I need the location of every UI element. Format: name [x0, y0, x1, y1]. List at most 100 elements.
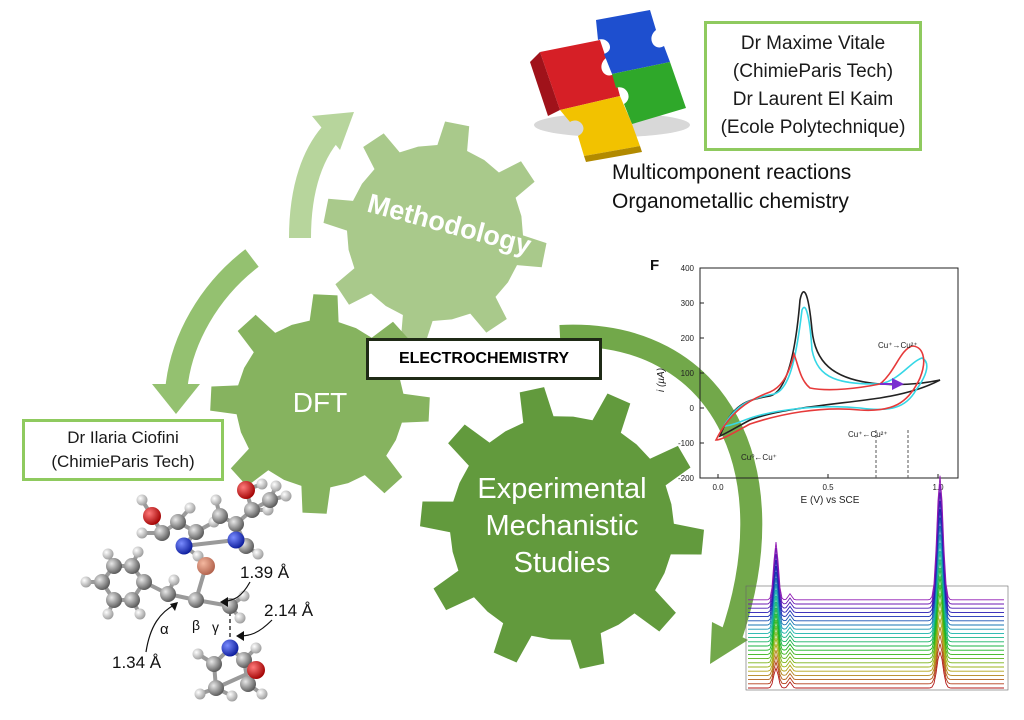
experimental-gear: [420, 387, 704, 669]
spectrum-trace: [748, 525, 1004, 626]
topic-item: Organometallic chemistry: [612, 190, 849, 213]
atom-c: [106, 558, 122, 574]
topic-item: Multicomponent reactions: [612, 161, 852, 184]
atom-c: [94, 574, 110, 590]
atom-h: [132, 546, 144, 558]
collaborator-line: Dr Laurent El Kaim: [732, 89, 894, 110]
atom-h: [256, 688, 268, 700]
cv-y-tick-label: -200: [678, 474, 695, 483]
bond-label-3: 1.34 Å: [112, 653, 162, 672]
atom-h: [184, 502, 196, 514]
atom-c: [136, 574, 152, 590]
atom-c: [206, 656, 222, 672]
methodology-gear: [323, 121, 547, 345]
cv-y-tick-label: 100: [681, 369, 695, 378]
collaborator-box-vitale: Dr Maxime Vitale (ChimieParis Tech) Dr L…: [704, 21, 922, 151]
atom-h: [192, 648, 204, 660]
atom-c: [124, 558, 140, 574]
atom-c: [160, 586, 176, 602]
cv-x-tick-label: 1.0: [932, 483, 944, 492]
atom-n: [175, 537, 193, 555]
atom-c: [170, 514, 186, 530]
bond-label-1: 1.39 Å: [240, 563, 290, 582]
atom-h: [250, 642, 262, 654]
dft-label: DFT: [293, 387, 347, 418]
atom-o: [247, 661, 265, 679]
research-topics: Multicomponent reactions Organometallic …: [612, 158, 851, 216]
molecule-structure: [80, 478, 292, 702]
atom-c: [228, 516, 244, 532]
cv-curve-black: [718, 291, 941, 438]
atom-c: [212, 508, 228, 524]
atom-c: [188, 592, 204, 608]
cv-annotation-ox: Cu⁺→Cu²⁺: [878, 341, 918, 350]
atom-o: [237, 481, 255, 499]
spectrum-trace: [748, 542, 1004, 634]
spectrum-trace: [748, 584, 1004, 655]
spectra-waterfall: [745, 475, 1009, 691]
spectrum-trace: [748, 517, 1004, 622]
collaborator-box-ciofini: Dr Ilaria Ciofini (ChimieParis Tech): [22, 419, 224, 481]
atom-c: [188, 524, 204, 540]
atom-h: [134, 608, 146, 620]
spectra-frame: [745, 585, 1009, 691]
spectrum-trace: [748, 492, 1004, 609]
atom-h: [210, 494, 222, 506]
atom-h: [280, 490, 292, 502]
atom-h: [234, 612, 246, 624]
cv-x-tick-label: 0.0: [712, 483, 724, 492]
atom-c: [244, 502, 260, 518]
atom-h: [226, 690, 238, 702]
spectrum-trace: [748, 534, 1004, 630]
spectrum-trace: [748, 500, 1004, 613]
spectrum-trace: [748, 609, 1004, 668]
atom-h: [136, 494, 148, 506]
molecule-annotations: 1.39 Å 2.14 Å 1.34 Å α β γ: [112, 563, 314, 672]
atom-cu: [197, 557, 215, 575]
cv-y-tick-label: 300: [681, 299, 695, 308]
atom-h: [102, 548, 114, 560]
atom-c: [124, 592, 140, 608]
spectrum-trace: [748, 551, 1004, 639]
atom-c: [236, 652, 252, 668]
cv-annotation-red: Cu⁺←Cu²⁺: [848, 430, 888, 439]
bond-label-2: 2.14 Å: [264, 601, 314, 620]
spectrum-trace: [748, 559, 1004, 643]
spectrum-trace: [748, 635, 1004, 681]
cv-curve-cyan: [722, 306, 928, 427]
atom-n: [221, 639, 239, 657]
greek-beta: β: [192, 617, 200, 633]
cv-y-tick-label: 0: [690, 404, 695, 413]
bond: [183, 538, 237, 548]
atom-c: [262, 492, 278, 508]
cv-y-tick-label: 200: [681, 334, 695, 343]
atom-c: [154, 525, 170, 541]
spectrum-trace: [748, 567, 1004, 647]
atom-h: [256, 478, 268, 490]
electrochemistry-label: ELECTROCHEMISTRY: [366, 338, 602, 380]
spectrum-trace: [748, 576, 1004, 651]
atom-n: [227, 531, 245, 549]
atom-h: [238, 590, 250, 602]
atom-h: [102, 608, 114, 620]
cv-y-ticks: 400 300 200 100 0 -100 -200: [678, 264, 704, 483]
spectrum-trace: [748, 626, 1004, 676]
atom-c: [208, 680, 224, 696]
spectrum-trace: [748, 601, 1004, 664]
experimental-label-line-1: Experimental: [477, 473, 646, 505]
cv-y-tick-label: 400: [681, 264, 695, 273]
spectrum-trace: [748, 475, 1004, 601]
spectrum-trace: [748, 650, 1004, 689]
experimental-label-line-3: Studies: [514, 547, 611, 579]
atom-c: [240, 676, 256, 692]
cv-y-tick-label: -100: [678, 439, 695, 448]
greek-gamma: γ: [212, 619, 219, 635]
spectrum-trace: [748, 593, 1004, 660]
atom-o: [143, 507, 161, 525]
spectrum-trace: [748, 483, 1004, 605]
cv-annotation-low: Cu⁰←Cu⁺: [741, 453, 777, 462]
atom-h: [136, 527, 148, 539]
experimental-label-line-2: Mechanistic: [485, 510, 638, 542]
collaborator-line: Dr Ilaria Ciofini: [67, 428, 179, 447]
